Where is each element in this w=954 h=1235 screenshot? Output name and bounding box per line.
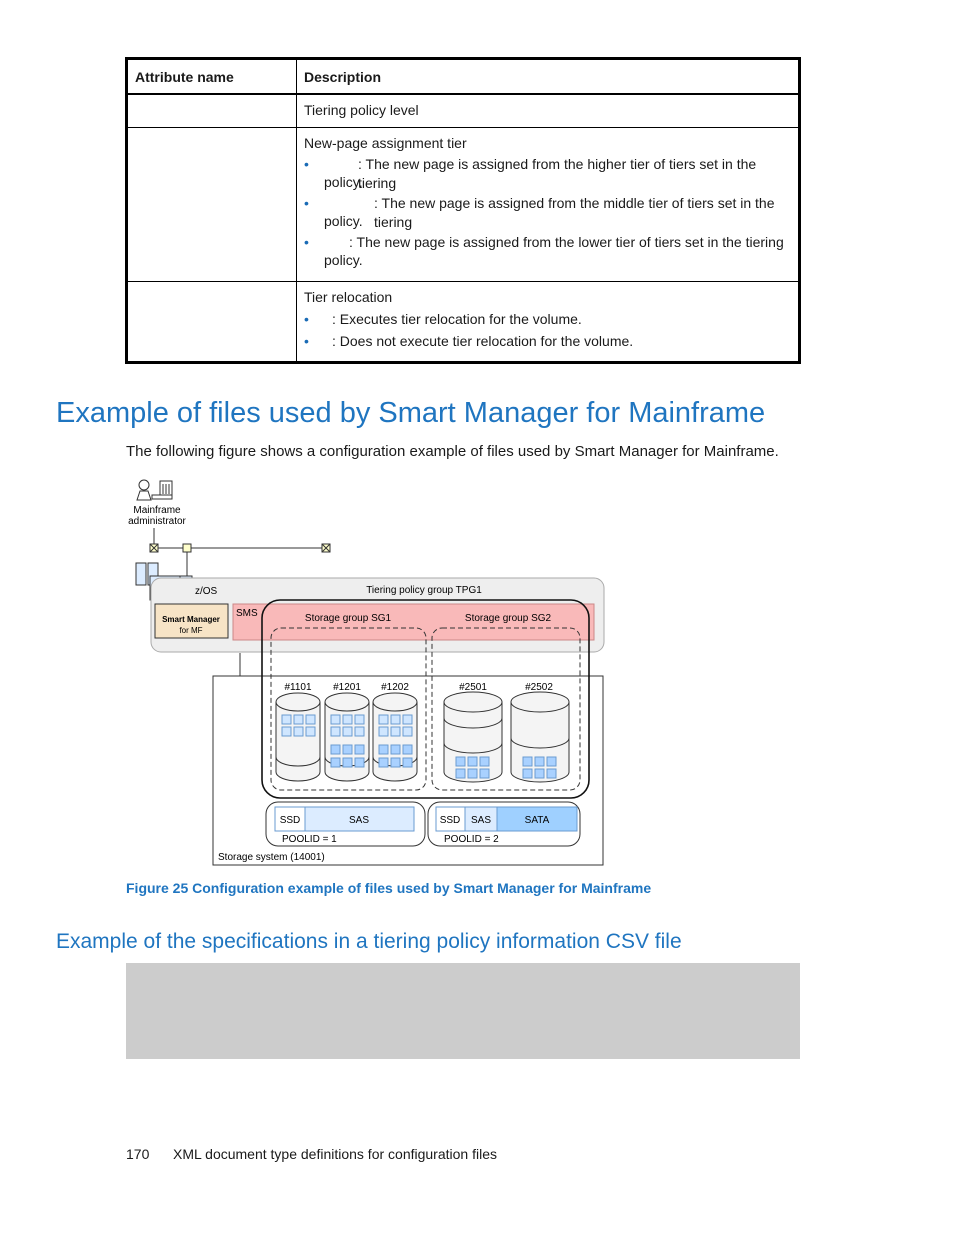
sms-label: SMS (236, 608, 258, 619)
tiering-policy-group-label: Tiering policy group TPG1 (366, 585, 482, 596)
pool2-sas (464, 806, 498, 832)
pool-id-label: POOLID = 2 (444, 834, 499, 845)
figure-caption: Figure 25 Configuration example of files… (126, 880, 652, 896)
table-row-divider (128, 127, 798, 128)
tier-label: SSD (440, 815, 461, 826)
sg2-label: Storage group SG2 (465, 613, 552, 624)
volume-cylinder (443, 691, 503, 783)
bullet-text: : Does not execute tier relocation for t… (332, 333, 634, 349)
smart-manager-label: Smart Manager (162, 615, 220, 624)
volume-label: #2502 (525, 682, 553, 693)
volume-label: #1101 (284, 682, 312, 693)
tiering-policy-group-outline (261, 599, 590, 799)
volume-cylinder (372, 692, 418, 782)
csv-example-box (126, 963, 800, 1059)
header-attribute-name: Attribute name (135, 69, 234, 85)
section-heading: Example of files used by Smart Manager f… (56, 397, 766, 429)
bullet: • (304, 234, 309, 250)
section-intro: The following figure shows a configurati… (126, 443, 779, 460)
sms-box (232, 603, 595, 641)
network-node (182, 543, 192, 553)
bullet-text: : The new page is assigned from the midd… (374, 195, 775, 230)
admin-label: Mainframe (133, 505, 181, 516)
bullet: • (304, 311, 309, 327)
computer-icon (151, 480, 173, 500)
person-icon (136, 479, 152, 501)
sg2-outline (431, 627, 581, 791)
tier-label: SSD (280, 815, 301, 826)
attribute-table: Attribute name Description Tiering polic… (125, 57, 801, 364)
row1-description: Tiering policy level (304, 102, 419, 118)
footer-title: XML document type definitions for config… (173, 1146, 497, 1162)
sg1-outline (270, 627, 427, 791)
volume-label: #1201 (333, 682, 361, 693)
table-column-divider (296, 60, 297, 361)
zos-label: z/OS (195, 586, 218, 597)
smart-manager-box (154, 603, 229, 639)
tier-label: SAS (471, 815, 491, 826)
pool1-ssd (274, 806, 306, 832)
admin-label: administrator (128, 516, 186, 527)
volume-cylinder (275, 692, 321, 782)
sg1-label: Storage group SG1 (305, 613, 392, 624)
storage-system-label: Storage system (14001) (218, 852, 325, 863)
bullet-text: policy. (324, 213, 363, 229)
bullet-text: : The new page is assigned from the high… (358, 156, 757, 191)
page-number: 170 (126, 1146, 150, 1162)
pool1-sas (304, 806, 415, 832)
bullet: • (304, 195, 309, 211)
volume-cylinder (510, 691, 570, 783)
bullet-text: policy. (324, 174, 363, 190)
pool2-sata (496, 806, 578, 832)
bullet-text: policy. (324, 252, 363, 268)
tier-label: SAS (349, 815, 369, 826)
bullet-text: : The new page is assigned from the lowe… (349, 234, 784, 250)
smart-manager-label: for MF (179, 626, 202, 635)
row2-description: New-page assignment tier (304, 135, 467, 151)
table-header-divider (128, 93, 798, 95)
bullet: • (304, 333, 309, 349)
section-heading: Example of the specifications in a tieri… (56, 930, 682, 953)
configuration-figure: Mainframe administrator z/OS Tiering pol… (128, 479, 605, 866)
volume-label: #2501 (459, 682, 487, 693)
bullet-text: : Executes tier relocation for the volum… (332, 311, 582, 327)
bullet: • (304, 156, 309, 172)
header-description: Description (304, 69, 382, 85)
pool-id-label: POOLID = 1 (282, 834, 337, 845)
volume-label: #1202 (381, 682, 409, 693)
tier-label: SATA (525, 815, 550, 826)
volume-cylinder (324, 692, 370, 782)
row3-description: Tier relocation (304, 289, 393, 305)
table-row-divider (128, 281, 798, 282)
